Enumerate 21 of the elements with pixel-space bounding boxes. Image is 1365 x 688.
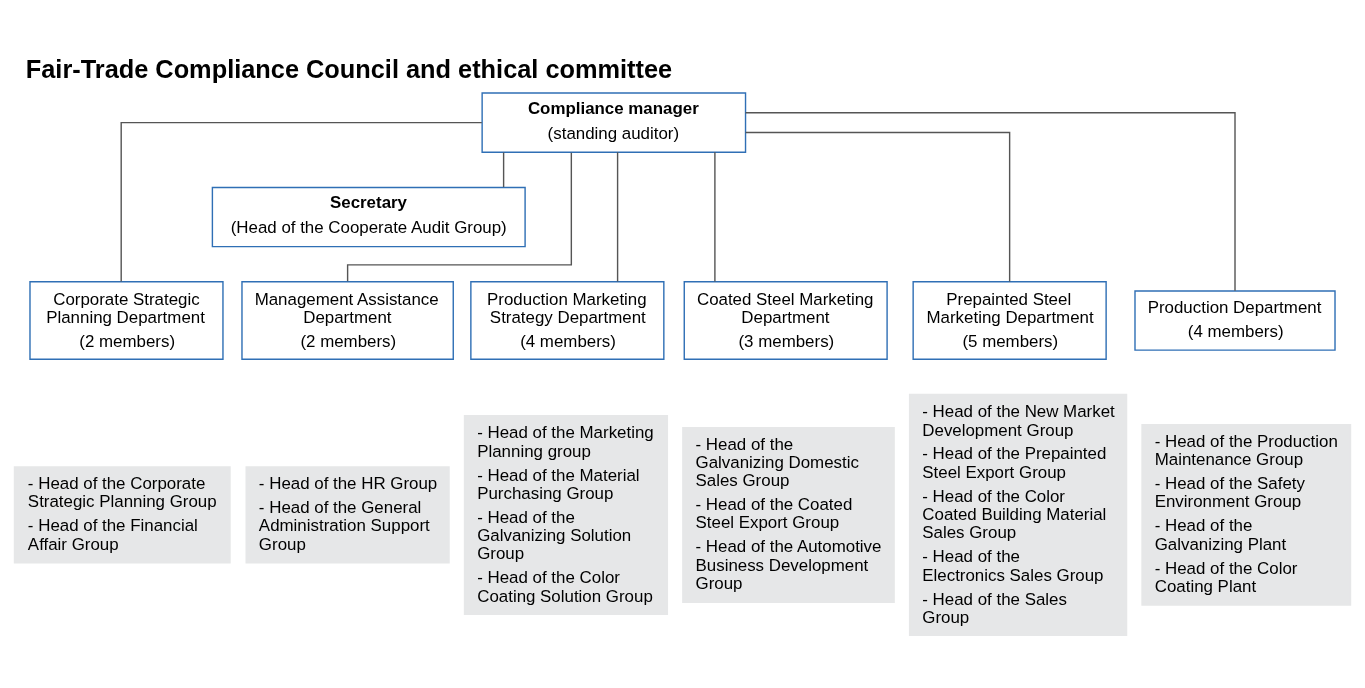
connector — [120, 121, 483, 282]
node-box: Secretary (Head of the Cooperate Audit Group) — [211, 186, 526, 247]
node-box: - Head of the Production Maintenance Group - Head of the Safety Environment Group - Head of the Galvanizing Plant - Head of the Color Coating Plant — [1141, 423, 1352, 606]
connector — [616, 151, 619, 282]
connector — [714, 151, 716, 282]
node-box: Compliance manager (standing auditor) — [481, 91, 747, 153]
node-box: - Head of the Marketing Planning group - Head of the Material Purchasing Group - Head of the Galvanizing Solution Group - Head of the Color Coating Solution Group — [463, 414, 669, 615]
node-box: - Head of the New Market Development Group - Head of the Prepainted Steel Export Group - Head of the Color Coated Building Material Sales Group - Head of the Electronics Sales Group - Head of the Sales Group — [908, 393, 1128, 636]
node-box: Production Department (4 members) — [1134, 289, 1336, 351]
node-box: - Head of the Galvanizing Domestic Sales Group - Head of the Coated Steel Export Group - Head of the Automotive Business Development Group — [682, 426, 895, 603]
node-box: Management Assistance Department (2 members) — [241, 280, 454, 360]
connector — [744, 111, 1236, 291]
node-box: Corporate Strategic Planning Department (2 members) — [29, 280, 224, 360]
node-box: Production Marketing Strategy Department (4 members) — [470, 280, 665, 360]
connector — [744, 131, 1011, 282]
node-box: - Head of the HR Group - Head of the General Administration Support Group — [245, 465, 450, 564]
node-box: Coated Steel Marketing Department (3 members) — [683, 280, 888, 360]
node-box: - Head of the Corporate Strategic Planning Group - Head of the Financial Affair Group — [13, 465, 231, 564]
diagram-title: Fair-Trade Compliance Council and ethical committee — [25, 54, 673, 83]
connector — [502, 151, 505, 188]
node-box: Prepainted Steel Marketing Department (5 members) — [912, 280, 1107, 360]
